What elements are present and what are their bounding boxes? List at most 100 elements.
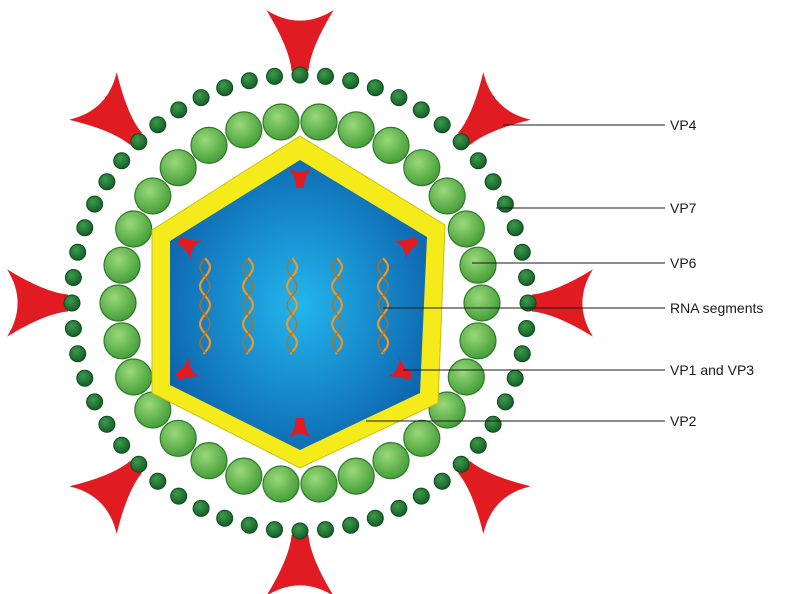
vp6-bead xyxy=(263,466,299,502)
vp7-bead xyxy=(453,134,469,150)
vp6-bead xyxy=(116,211,152,247)
vp6-bead xyxy=(301,466,337,502)
vp7-bead xyxy=(77,370,93,386)
vp7-bead xyxy=(87,196,103,212)
vp7-bead xyxy=(343,73,359,89)
vp7-bead xyxy=(413,102,429,118)
vp6-bead xyxy=(160,420,196,456)
vp6-bead xyxy=(104,247,140,283)
vp7-bead xyxy=(65,321,81,337)
vp7-bead xyxy=(519,321,535,337)
vp6-bead xyxy=(404,420,440,456)
vp7-bead xyxy=(514,346,530,362)
vp4-spike xyxy=(532,269,593,336)
vp4-spike xyxy=(440,72,531,163)
vp7-bead xyxy=(413,488,429,504)
vp4-spike xyxy=(69,72,160,163)
vp6-bead xyxy=(160,150,196,186)
label-vp1-and-vp3: VP1 and VP3 xyxy=(670,362,754,378)
vp7-bead xyxy=(318,68,334,84)
vp7-bead xyxy=(292,67,308,83)
label-vp4: VP4 xyxy=(670,117,697,133)
vp7-bead xyxy=(131,134,147,150)
vp7-bead xyxy=(267,522,283,538)
callout-labels: VP4 VP7 VP6 RNA segments VP1 and VP3 VP2 xyxy=(670,117,763,429)
vp7-bead xyxy=(343,517,359,533)
vp7-bead xyxy=(193,500,209,516)
vp7-bead xyxy=(434,473,450,489)
vp7-bead xyxy=(241,73,257,89)
vp7-bead xyxy=(470,437,486,453)
vp7-bead xyxy=(507,370,523,386)
label-vp6: VP6 xyxy=(670,255,697,271)
vp6-bead xyxy=(301,104,337,140)
vp7-bead xyxy=(171,488,187,504)
vp6-bead xyxy=(191,443,227,479)
vp7-bead xyxy=(64,295,80,311)
vp7-bead xyxy=(453,456,469,472)
vp7-bead xyxy=(485,416,501,432)
vp4-spike xyxy=(7,269,68,336)
label-vp7: VP7 xyxy=(670,200,697,216)
vp7-bead xyxy=(292,523,308,539)
vp6-bead xyxy=(404,150,440,186)
vp7-bead xyxy=(217,510,233,526)
vp7-bead xyxy=(150,117,166,133)
vp7-bead xyxy=(99,174,115,190)
vp7-bead xyxy=(497,196,513,212)
vp6-bead xyxy=(226,112,262,148)
vp6-bead xyxy=(460,247,496,283)
vp6-bead xyxy=(135,178,171,214)
label-rna-segments: RNA segments xyxy=(670,300,763,316)
vp7-bead xyxy=(150,473,166,489)
vp7-bead xyxy=(114,153,130,169)
vp6-bead xyxy=(191,127,227,163)
vp7-bead xyxy=(171,102,187,118)
vp7-bead xyxy=(514,244,530,260)
vp7-bead xyxy=(470,153,486,169)
vp6-bead xyxy=(263,104,299,140)
vp7-bead xyxy=(367,510,383,526)
vp4-spike xyxy=(266,535,333,594)
vp7-bead xyxy=(485,174,501,190)
vp7-bead xyxy=(318,522,334,538)
vp7-bead xyxy=(267,68,283,84)
vp7-bead xyxy=(497,394,513,410)
vp7-bead xyxy=(241,517,257,533)
vp6-bead xyxy=(338,458,374,494)
vp6-bead xyxy=(448,359,484,395)
vp7-bead xyxy=(70,346,86,362)
vp7-bead xyxy=(507,220,523,236)
vp7-bead xyxy=(87,394,103,410)
vp6-bead xyxy=(460,323,496,359)
vp7-bead xyxy=(131,456,147,472)
vp7-bead xyxy=(519,270,535,286)
vp7-bead xyxy=(193,90,209,106)
vp7-bead xyxy=(520,295,536,311)
label-vp2: VP2 xyxy=(670,413,697,429)
vp4-spike xyxy=(440,443,531,534)
vp6-bead xyxy=(226,458,262,494)
vp7-bead xyxy=(65,270,81,286)
vp6-bead xyxy=(338,112,374,148)
vp7-bead xyxy=(114,437,130,453)
vp6-bead xyxy=(429,178,465,214)
vp7-bead xyxy=(367,80,383,96)
vp7-bead xyxy=(391,500,407,516)
vp6-bead xyxy=(104,323,140,359)
vp7-bead xyxy=(77,220,93,236)
vp6-bead xyxy=(464,285,500,321)
vp4-spike xyxy=(69,443,160,534)
vp6-bead xyxy=(448,211,484,247)
vp6-bead xyxy=(373,443,409,479)
vp6-bead xyxy=(116,359,152,395)
vp7-bead xyxy=(99,416,115,432)
vp7-bead xyxy=(217,80,233,96)
vp7-bead xyxy=(391,90,407,106)
vp7-bead xyxy=(434,117,450,133)
vp7-bead xyxy=(70,244,86,260)
vp4-spike xyxy=(266,10,333,71)
vp6-bead xyxy=(373,127,409,163)
vp6-bead xyxy=(100,285,136,321)
